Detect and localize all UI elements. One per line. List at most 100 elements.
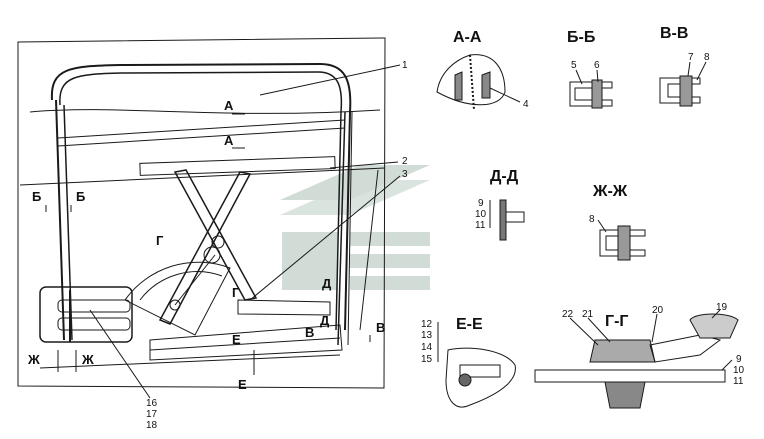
section-gg-leader-22	[569, 317, 599, 346]
section-gg-crank	[649, 334, 722, 363]
callout-11: 11	[475, 220, 486, 231]
callout-6: 6	[594, 60, 600, 71]
section-vv-title: В-В	[660, 25, 688, 42]
section-bb-leader-5	[575, 69, 583, 85]
section-vv-seal	[679, 75, 693, 107]
callout-9: 9	[478, 198, 484, 209]
section-gg	[534, 309, 739, 409]
section-bb-title: Б-Б	[567, 29, 595, 46]
callout-4: 4	[523, 99, 529, 110]
leader-3	[249, 175, 401, 301]
frame-right-post-2	[347, 111, 353, 346]
scissor-arm-a	[173, 169, 258, 301]
callout-7: 7	[688, 52, 694, 63]
callout-10-gg: 10	[733, 365, 745, 376]
section-dd	[489, 199, 525, 241]
cut-line-zh	[39, 354, 341, 369]
callout-17: 17	[146, 409, 158, 420]
section-zhzh-profile	[599, 229, 646, 257]
section-ee-nut	[458, 373, 472, 387]
window-frame	[50, 62, 352, 331]
callout-9-gg: 9	[736, 354, 742, 365]
cut-mark-v-left: В	[305, 325, 314, 340]
handle-pad-inner	[57, 299, 131, 313]
section-aa	[436, 54, 521, 111]
section-bb-seal	[591, 79, 603, 109]
cut-mark-d-upper: Д	[322, 276, 332, 291]
section-zhzh-seal	[617, 225, 631, 261]
cut-mark-d-lower: Д	[320, 313, 330, 328]
watermark-logo	[280, 165, 430, 290]
handle-pad	[39, 286, 133, 343]
scissor-arm-b	[158, 171, 252, 325]
section-aa-title: А-А	[453, 29, 482, 46]
lower-rail	[149, 324, 343, 361]
cut-mark-g-lower: Г	[232, 285, 240, 300]
section-vv-leader-7	[687, 61, 691, 77]
section-vv-profile	[659, 77, 701, 104]
callout-8: 8	[704, 52, 710, 63]
callout-19: 19	[716, 302, 728, 313]
cut-mark-zh-left: Ж	[27, 352, 40, 367]
cut-mark-a-top: А	[224, 98, 234, 113]
leader-1	[259, 64, 401, 96]
callout-12: 12	[421, 319, 433, 330]
section-aa-seal-left	[454, 71, 463, 101]
sector-radius	[174, 254, 216, 306]
section-dd-title: Д-Д	[490, 168, 519, 185]
cut-mark-b-right: Б	[76, 189, 85, 204]
section-gg-leader-9	[721, 359, 733, 371]
section-dd-bolt	[505, 211, 525, 223]
sector-gear	[124, 261, 231, 336]
callout-15: 15	[421, 354, 433, 365]
callout-8-zhzh: 8	[589, 214, 595, 225]
section-ee-body	[445, 347, 516, 408]
callout-20: 20	[652, 305, 664, 316]
leader-2	[329, 161, 399, 169]
glass-edge	[57, 119, 346, 139]
section-gg-title: Г-Г	[605, 313, 628, 330]
leader-16	[89, 309, 151, 399]
callout-1: 1	[402, 60, 408, 71]
section-gg-hub	[589, 339, 656, 363]
door-outline	[17, 37, 386, 389]
cut-mark-zh-right: Ж	[81, 352, 94, 367]
callout-10: 10	[475, 209, 487, 220]
section-gg-base	[534, 369, 726, 383]
cut-mark-g-upper: Г	[156, 233, 164, 248]
callout-11-gg: 11	[733, 376, 744, 387]
sector-pivot	[169, 299, 181, 311]
cut-mark-e-lower: Е	[238, 377, 247, 392]
section-gg-leader-21	[587, 317, 611, 343]
lower-rail-line	[149, 337, 341, 351]
section-vv-leader-8	[696, 61, 707, 81]
callout-22: 22	[562, 309, 574, 320]
callout-2: 2	[402, 156, 408, 167]
callout-21: 21	[582, 309, 594, 320]
section-bb-profile	[569, 81, 613, 107]
callout-14: 14	[421, 342, 433, 353]
section-zhzh	[597, 219, 646, 261]
frame-left-post	[55, 99, 65, 341]
section-bb-leader-6	[596, 69, 599, 83]
callout-18: 18	[146, 420, 158, 431]
sector-gear-inner	[139, 271, 223, 301]
callout-3: 3	[402, 169, 408, 180]
section-aa-body	[436, 54, 506, 106]
section-ee-title: Е-Е	[456, 316, 483, 333]
section-zhzh-leader-8	[597, 219, 607, 233]
glass-wave	[29, 109, 381, 114]
cut-mark-v-right: В	[376, 320, 385, 335]
section-aa-glass	[469, 54, 475, 111]
section-ee	[437, 322, 516, 408]
cut-mark-a-bottom: А	[224, 133, 234, 148]
section-zhzh-title: Ж-Ж	[592, 183, 628, 200]
frame-right-post	[337, 111, 346, 346]
section-ee-bolt	[459, 364, 501, 378]
waterline	[19, 167, 386, 186]
callout-5: 5	[571, 60, 577, 71]
handle-pad-inner-2	[57, 317, 131, 331]
callout-16: 16	[146, 398, 158, 409]
section-gg-knob	[689, 313, 739, 339]
